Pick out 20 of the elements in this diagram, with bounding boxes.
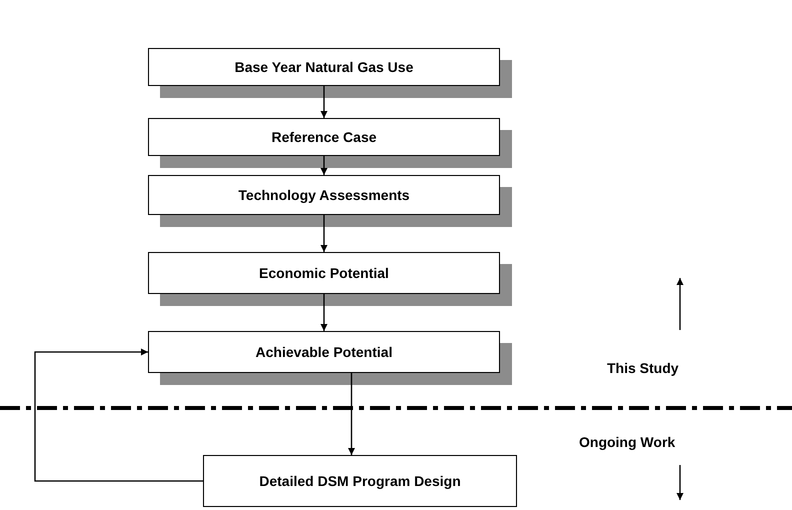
arrow [320,215,328,252]
arrow [320,156,328,175]
arrow [320,294,328,331]
box-label: Detailed DSM Program Design [259,473,461,489]
box-label: Economic Potential [259,265,389,281]
process-box [148,252,500,294]
arrow [320,86,328,118]
process-box [148,175,500,215]
process-box [148,48,500,86]
box-label: Reference Case [271,129,377,145]
arrow [348,373,355,455]
region-label: Ongoing Work [579,434,676,450]
box-label: Base Year Natural Gas Use [234,59,414,75]
box-label: Achievable Potential [256,344,392,360]
region-label: This Study [607,360,679,376]
arrow [34,348,203,482]
process-box [203,455,517,507]
box-label: Technology Assessments [238,187,410,203]
process-box [148,331,500,373]
process-box [148,118,500,156]
